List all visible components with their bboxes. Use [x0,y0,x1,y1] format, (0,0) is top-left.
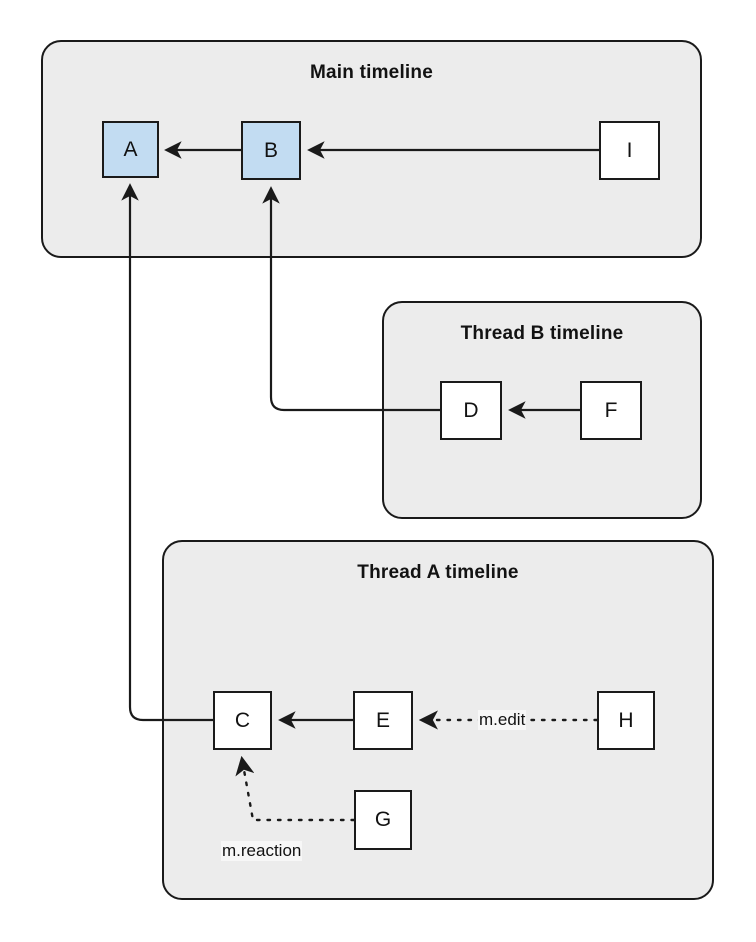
event-node-b[interactable]: B [241,121,301,180]
event-node-c[interactable]: C [213,691,272,750]
event-node-a[interactable]: A [102,121,159,178]
event-node-g[interactable]: G [354,790,412,850]
event-node-g-label: G [374,808,392,831]
event-node-b-label: B [263,138,278,162]
container-thread-b-timeline-title: Thread B timeline [460,323,624,344]
edge-d-to-b [262,186,440,412]
edge-g-to-c [235,755,356,822]
event-node-e[interactable]: E [353,691,413,750]
container-main-timeline-title: Main timeline [310,62,433,83]
event-node-d-label: D [463,398,479,422]
edge-c-to-a [121,183,213,722]
edge-label-m-edit: m.edit [478,710,527,730]
event-node-d[interactable]: D [440,381,502,440]
event-node-c-label: C [234,708,251,732]
event-node-f-label: F [604,398,618,422]
event-node-h-label: H [618,708,634,732]
event-node-a-label: A [123,137,138,161]
event-node-f[interactable]: F [580,381,642,440]
event-node-h[interactable]: H [597,691,655,750]
container-thread-a-timeline-title: Thread A timeline [357,562,519,583]
edge-label-m-reaction: m.reaction [221,841,303,861]
event-node-i[interactable]: I [599,121,660,180]
event-node-e-label: E [375,708,390,732]
event-node-i-label: I [626,138,633,162]
